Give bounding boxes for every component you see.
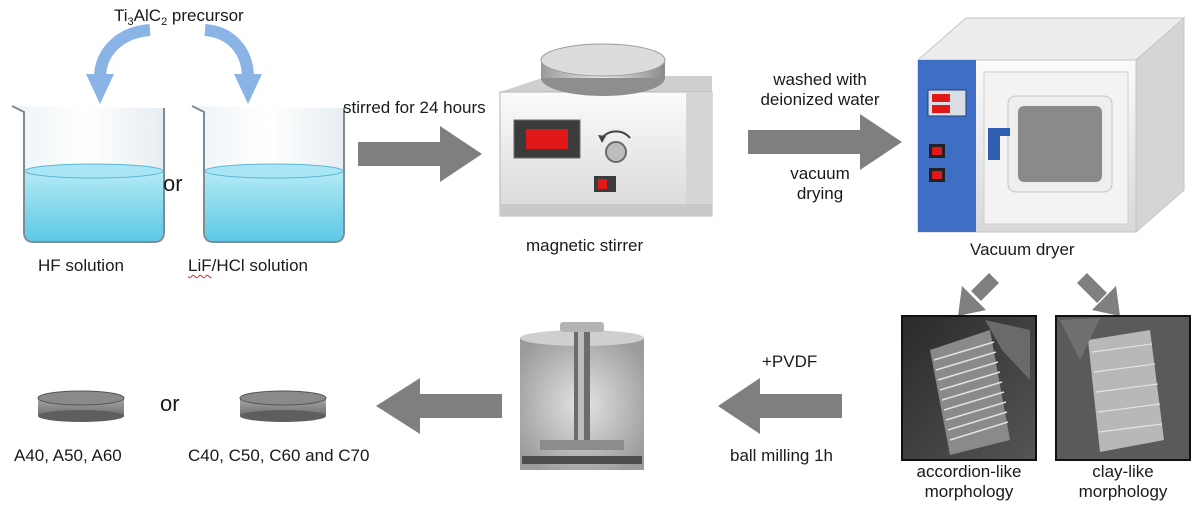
arrow-to-mill-icon bbox=[718, 378, 842, 434]
ball-mill-icon bbox=[520, 322, 644, 470]
hf-solution-label: HF solution bbox=[38, 256, 124, 275]
arrow-to-accordion-icon bbox=[958, 273, 999, 316]
curved-arrow-left-icon bbox=[86, 24, 151, 104]
clay-sem-image bbox=[1055, 315, 1191, 461]
arrow-to-dryer-icon bbox=[748, 114, 902, 170]
samples-a-label: A40, A50, A60 bbox=[14, 446, 122, 465]
hf-beaker-icon bbox=[11, 105, 165, 243]
lif-hcl-solution-label: LiF/HCl solution bbox=[188, 256, 308, 275]
arrow-to-stirrer-icon bbox=[358, 126, 482, 182]
stirrer-label: magnetic stirrer bbox=[526, 236, 644, 255]
vacuum-dryer-icon bbox=[916, 16, 1186, 234]
arrow-to-pellets-icon bbox=[376, 378, 502, 434]
arrow-to-clay-icon bbox=[1077, 273, 1120, 316]
accordion-sem-image bbox=[901, 315, 1037, 461]
curved-arrow-right-icon bbox=[204, 24, 262, 104]
ball-milling-label: ball milling 1h bbox=[730, 446, 833, 465]
or-label-top: or bbox=[163, 171, 183, 196]
pvdf-label: +PVDF bbox=[762, 352, 818, 371]
magnetic-stirrer-icon bbox=[499, 43, 713, 217]
pellet-a-icon bbox=[37, 390, 125, 422]
stir-step-label: stirred for 24 hours bbox=[343, 98, 486, 117]
or-label-bottom: or bbox=[160, 391, 180, 416]
dryer-label: Vacuum dryer bbox=[970, 240, 1075, 259]
samples-c-label: C40, C50, C60 and C70 bbox=[188, 446, 370, 465]
pellet-c-icon bbox=[239, 390, 327, 422]
lif-hcl-beaker-icon bbox=[191, 105, 345, 243]
precursor-label: Ti3AlC2 precursor bbox=[114, 6, 244, 28]
